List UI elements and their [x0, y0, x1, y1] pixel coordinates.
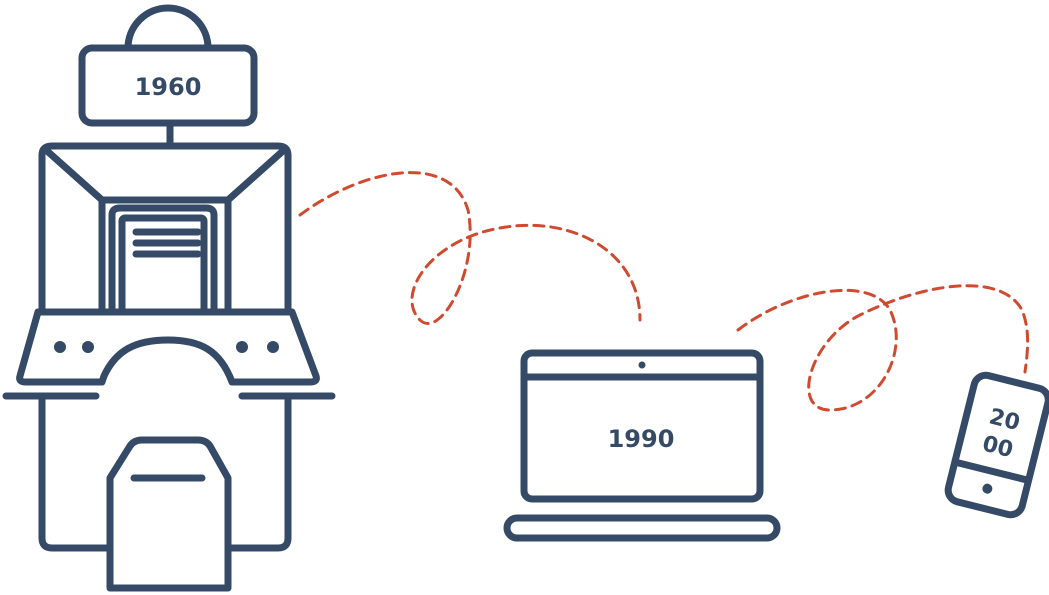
- mainframe-indicator-3: [236, 341, 248, 353]
- laptop: 1990: [503, 349, 781, 542]
- connector-laptop-to-phone: [736, 284, 1030, 412]
- mainframe-indicator-1: [54, 341, 66, 353]
- mainframe-bevel-left: [42, 146, 106, 204]
- laptop-screen-frame: [520, 349, 764, 503]
- phone-year-label-bottom: 00: [980, 432, 1016, 464]
- mainframe-dome: [124, 4, 212, 52]
- phone-body: [944, 371, 1049, 519]
- phone-home-button: [982, 483, 993, 494]
- mainframe-bevel-right: [224, 146, 288, 204]
- laptop-camera: [638, 361, 646, 369]
- mainframe-lower-body: [38, 392, 112, 552]
- mainframe-indicator-4: [267, 341, 279, 353]
- laptop-year-label: 1990: [608, 425, 675, 453]
- mainframe-tape-unit: [106, 436, 232, 592]
- mainframe-panel: [108, 204, 218, 316]
- connector-lines: [298, 171, 1030, 412]
- mainframe-console: [16, 308, 320, 386]
- mainframe-lower-body-right: [224, 392, 292, 552]
- mainframe-year-label: 1960: [135, 73, 202, 101]
- connector-mainframe-to-laptop: [298, 171, 642, 325]
- mainframe-indicator-2: [82, 341, 94, 353]
- mainframe-computer: 1960: [2, 4, 336, 592]
- mainframe-cabinet: [38, 142, 292, 316]
- phone-year-label-top: 20: [987, 404, 1023, 436]
- phone-screen-bottom: [954, 459, 1030, 484]
- mobile-phone: 20 00: [944, 371, 1049, 519]
- laptop-base: [503, 514, 781, 542]
